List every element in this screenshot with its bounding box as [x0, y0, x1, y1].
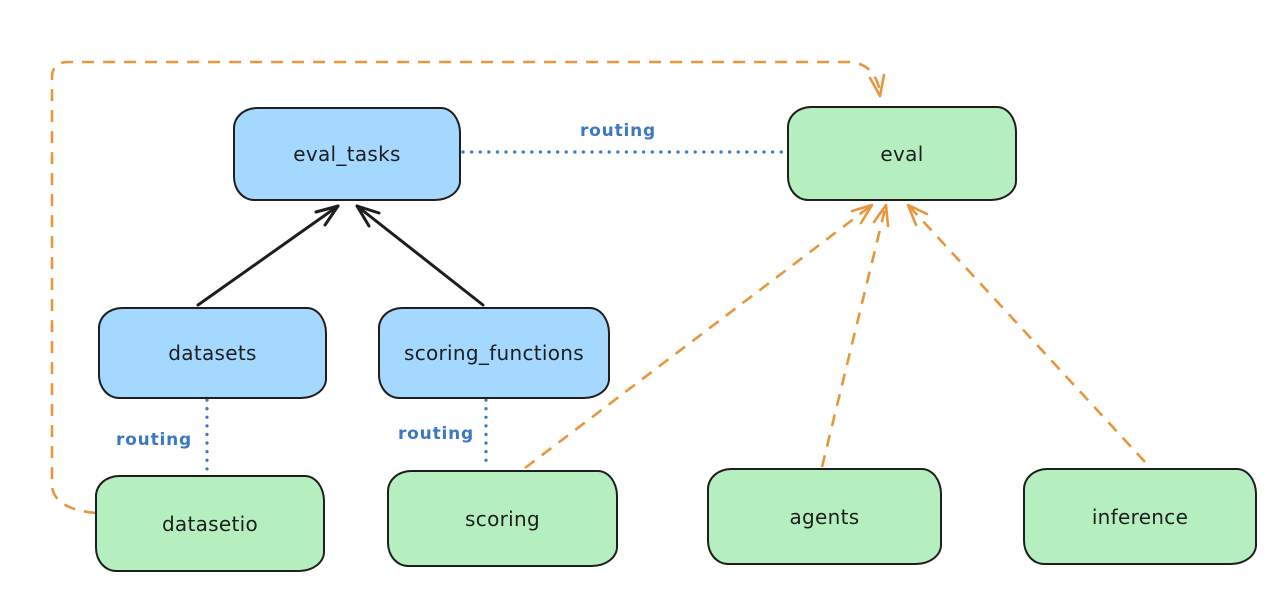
node-scoring-label: scoring — [465, 506, 540, 531]
node-agents-label: agents — [789, 504, 860, 529]
edge-agents-to-eval — [820, 204, 888, 468]
edge-label-routing-datasets: routing — [116, 430, 192, 450]
node-datasets: datasets — [98, 307, 327, 399]
edge-scoring-functions-to-eval-tasks-arrowhead — [355, 204, 381, 228]
edge-scoring-to-eval — [524, 203, 873, 470]
edge-scoring-functions-to-eval-tasks — [355, 204, 485, 307]
node-inference: inference — [1023, 468, 1257, 565]
node-eval-label: eval — [880, 141, 924, 166]
node-scoring: scoring — [387, 470, 618, 567]
node-eval-tasks-label: eval_tasks — [293, 142, 401, 166]
edge-label-routing-top: routing — [580, 121, 656, 141]
edge-datasets-to-eval-tasks-arrowhead — [314, 204, 340, 227]
node-datasets-label: datasets — [168, 341, 257, 365]
node-scoring-functions: scoring_functions — [378, 307, 610, 399]
node-inference-label: inference — [1091, 504, 1189, 529]
edge-inference-to-eval-arrowhead — [906, 203, 929, 227]
edge-scoring-to-eval-arrowhead — [850, 203, 874, 225]
node-datasetio: datasetio — [95, 475, 325, 572]
edge-agents-to-eval-arrowhead — [872, 203, 890, 228]
edge-inference-to-eval — [907, 204, 1146, 463]
node-eval-tasks: eval_tasks — [233, 107, 461, 201]
edge-datasets-to-eval-tasks — [196, 204, 340, 307]
node-datasetio-label: datasetio — [161, 511, 259, 536]
edge-datasetio-to-eval-arrowhead — [868, 73, 886, 98]
edge-datasetio-to-eval — [50, 60, 882, 515]
node-eval: eval — [787, 106, 1017, 201]
edge-label-routing-scoring: routing — [398, 424, 474, 444]
node-agents: agents — [707, 468, 942, 565]
node-scoring-functions-label: scoring_functions — [403, 341, 585, 365]
